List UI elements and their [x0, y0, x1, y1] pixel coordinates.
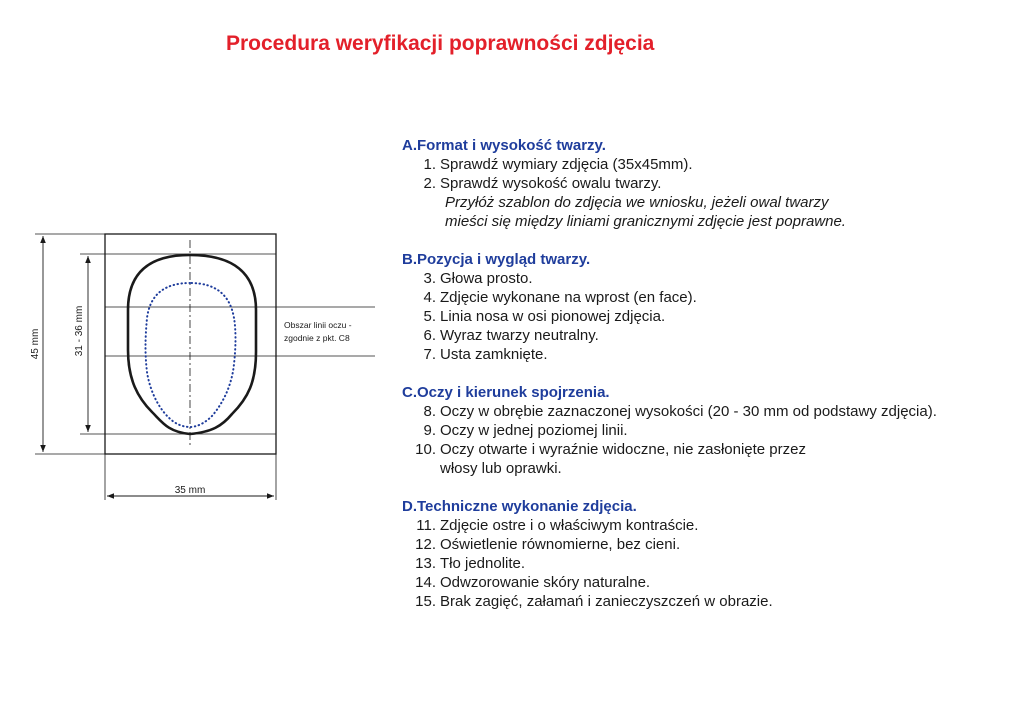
width-dimension-label: 35 mm [175, 485, 206, 496]
item-text: Oczy w obrębie zaznaczonej wysokości (20… [440, 403, 937, 420]
item-text: Tło jednolite. [440, 555, 526, 572]
item-text: Zdjęcie wykonane na wprost (en face). [440, 289, 697, 306]
item-continuation: włosy lub oprawki. [440, 460, 562, 477]
list-item: 8.Oczy w obrębie zaznaczonej wysokości (… [402, 402, 1022, 421]
page-title: Procedura weryfikacji poprawności zdjęci… [226, 32, 655, 55]
list-item: 6.Wyraz twarzy neutralny. [402, 326, 1022, 345]
item-text: Oczy w jednej poziomej linii. [440, 422, 628, 439]
section-position: B.Pozycja i wygląd twarzy. 3.Głowa prost… [402, 250, 1022, 364]
head-outline [126, 253, 258, 436]
list-item: 12.Oświetlenie równomierne, bez cieni. [402, 535, 1022, 554]
list-item: 1.Sprawdź wymiary zdjęcia (35x45mm). [402, 155, 1022, 174]
item-note: Przyłóż szablon do zdjęcia we wniosku, j… [445, 194, 829, 211]
section-format: A.Format i wysokość twarzy. 1.Sprawdź wy… [402, 136, 1022, 231]
list-item: 13.Tło jednolite. [402, 554, 1022, 573]
item-note: mieści się między liniami granicznymi zd… [445, 213, 846, 230]
item-text: Głowa prosto. [440, 270, 533, 287]
list-item: 11.Zdjęcie ostre i o właściwym kontraści… [402, 516, 1022, 535]
eye-area-label-line1: Obszar linii oczu - [284, 320, 352, 330]
photo-frame [104, 233, 277, 455]
item-number: 10. [415, 441, 436, 458]
list-item: 9.Oczy w jednej poziomej linii. [402, 421, 1022, 440]
face-oval-outline [144, 281, 237, 429]
list-item: 2.Sprawdź wysokość owalu twarzy. [402, 174, 1022, 193]
item-text: Zdjęcie ostre i o właściwym kontraście. [440, 517, 699, 534]
item-text: Oświetlenie równomierne, bez cieni. [440, 536, 681, 553]
item-text: Brak zagięć, załamań i zanieczyszczeń w … [440, 593, 773, 610]
item-number: 2. [423, 175, 436, 192]
item-number: 12. [415, 536, 436, 553]
list-item: 4.Zdjęcie wykonane na wprost (en face). [402, 288, 1022, 307]
section-technical: D.Techniczne wykonanie zdjęcia. 11.Zdjęc… [402, 497, 1022, 611]
item-number: 9. [423, 422, 436, 439]
item-number: 14. [415, 574, 436, 591]
item-number: 3. [423, 270, 436, 287]
list-item: 14.Odwzorowanie skóry naturalne. [402, 573, 1022, 592]
item-number: 5. [423, 308, 436, 325]
item-number: 6. [423, 327, 436, 344]
list-item: 15.Brak zagięć, załamań i zanieczyszczeń… [402, 592, 1022, 611]
list-item: 3.Głowa prosto. [402, 269, 1022, 288]
item-number: 15. [415, 593, 436, 610]
item-text: Usta zamknięte. [440, 346, 548, 363]
item-number: 7. [423, 346, 436, 363]
section-title: B.Pozycja i wygląd twarzy. [402, 251, 591, 268]
item-number: 11. [416, 517, 436, 534]
face-dimension-label: 31 - 36 mm [74, 306, 85, 357]
item-text: Odwzorowanie skóry naturalne. [440, 574, 651, 591]
list-item: 5.Linia nosa w osi pionowej zdjęcia. [402, 307, 1022, 326]
item-text: Sprawdź wysokość owalu twarzy. [440, 175, 662, 192]
eye-area-label-line2: zgodnie z pkt. C8 [284, 333, 350, 343]
section-title: C.Oczy i kierunek spojrzenia. [402, 384, 610, 401]
item-text: Oczy otwarte i wyraźnie widoczne, nie za… [440, 441, 806, 458]
list-item: 7.Usta zamknięte. [402, 345, 1022, 364]
item-number: 4. [423, 289, 436, 306]
photo-template-diagram: 45 mm 31 - 36 mm 35 mm Obszar linii oczu… [30, 233, 375, 500]
item-text: Linia nosa w osi pionowej zdjęcia. [440, 308, 666, 325]
section-title: A.Format i wysokość twarzy. [402, 137, 606, 154]
item-number: 13. [415, 555, 436, 572]
checklist: A.Format i wysokość twarzy. 1.Sprawdź wy… [402, 136, 1022, 630]
section-eyes: C.Oczy i kierunek spojrzenia. 8.Oczy w o… [402, 383, 1022, 478]
item-text: Wyraz twarzy neutralny. [440, 327, 599, 344]
item-number: 8. [423, 403, 436, 420]
item-text: Sprawdź wymiary zdjęcia (35x45mm). [440, 156, 693, 173]
list-item: 10.Oczy otwarte i wyraźnie widoczne, nie… [402, 440, 1022, 459]
height-dimension-label: 45 mm [30, 329, 41, 360]
section-title: D.Techniczne wykonanie zdjęcia. [402, 498, 637, 515]
item-number: 1. [423, 156, 436, 173]
